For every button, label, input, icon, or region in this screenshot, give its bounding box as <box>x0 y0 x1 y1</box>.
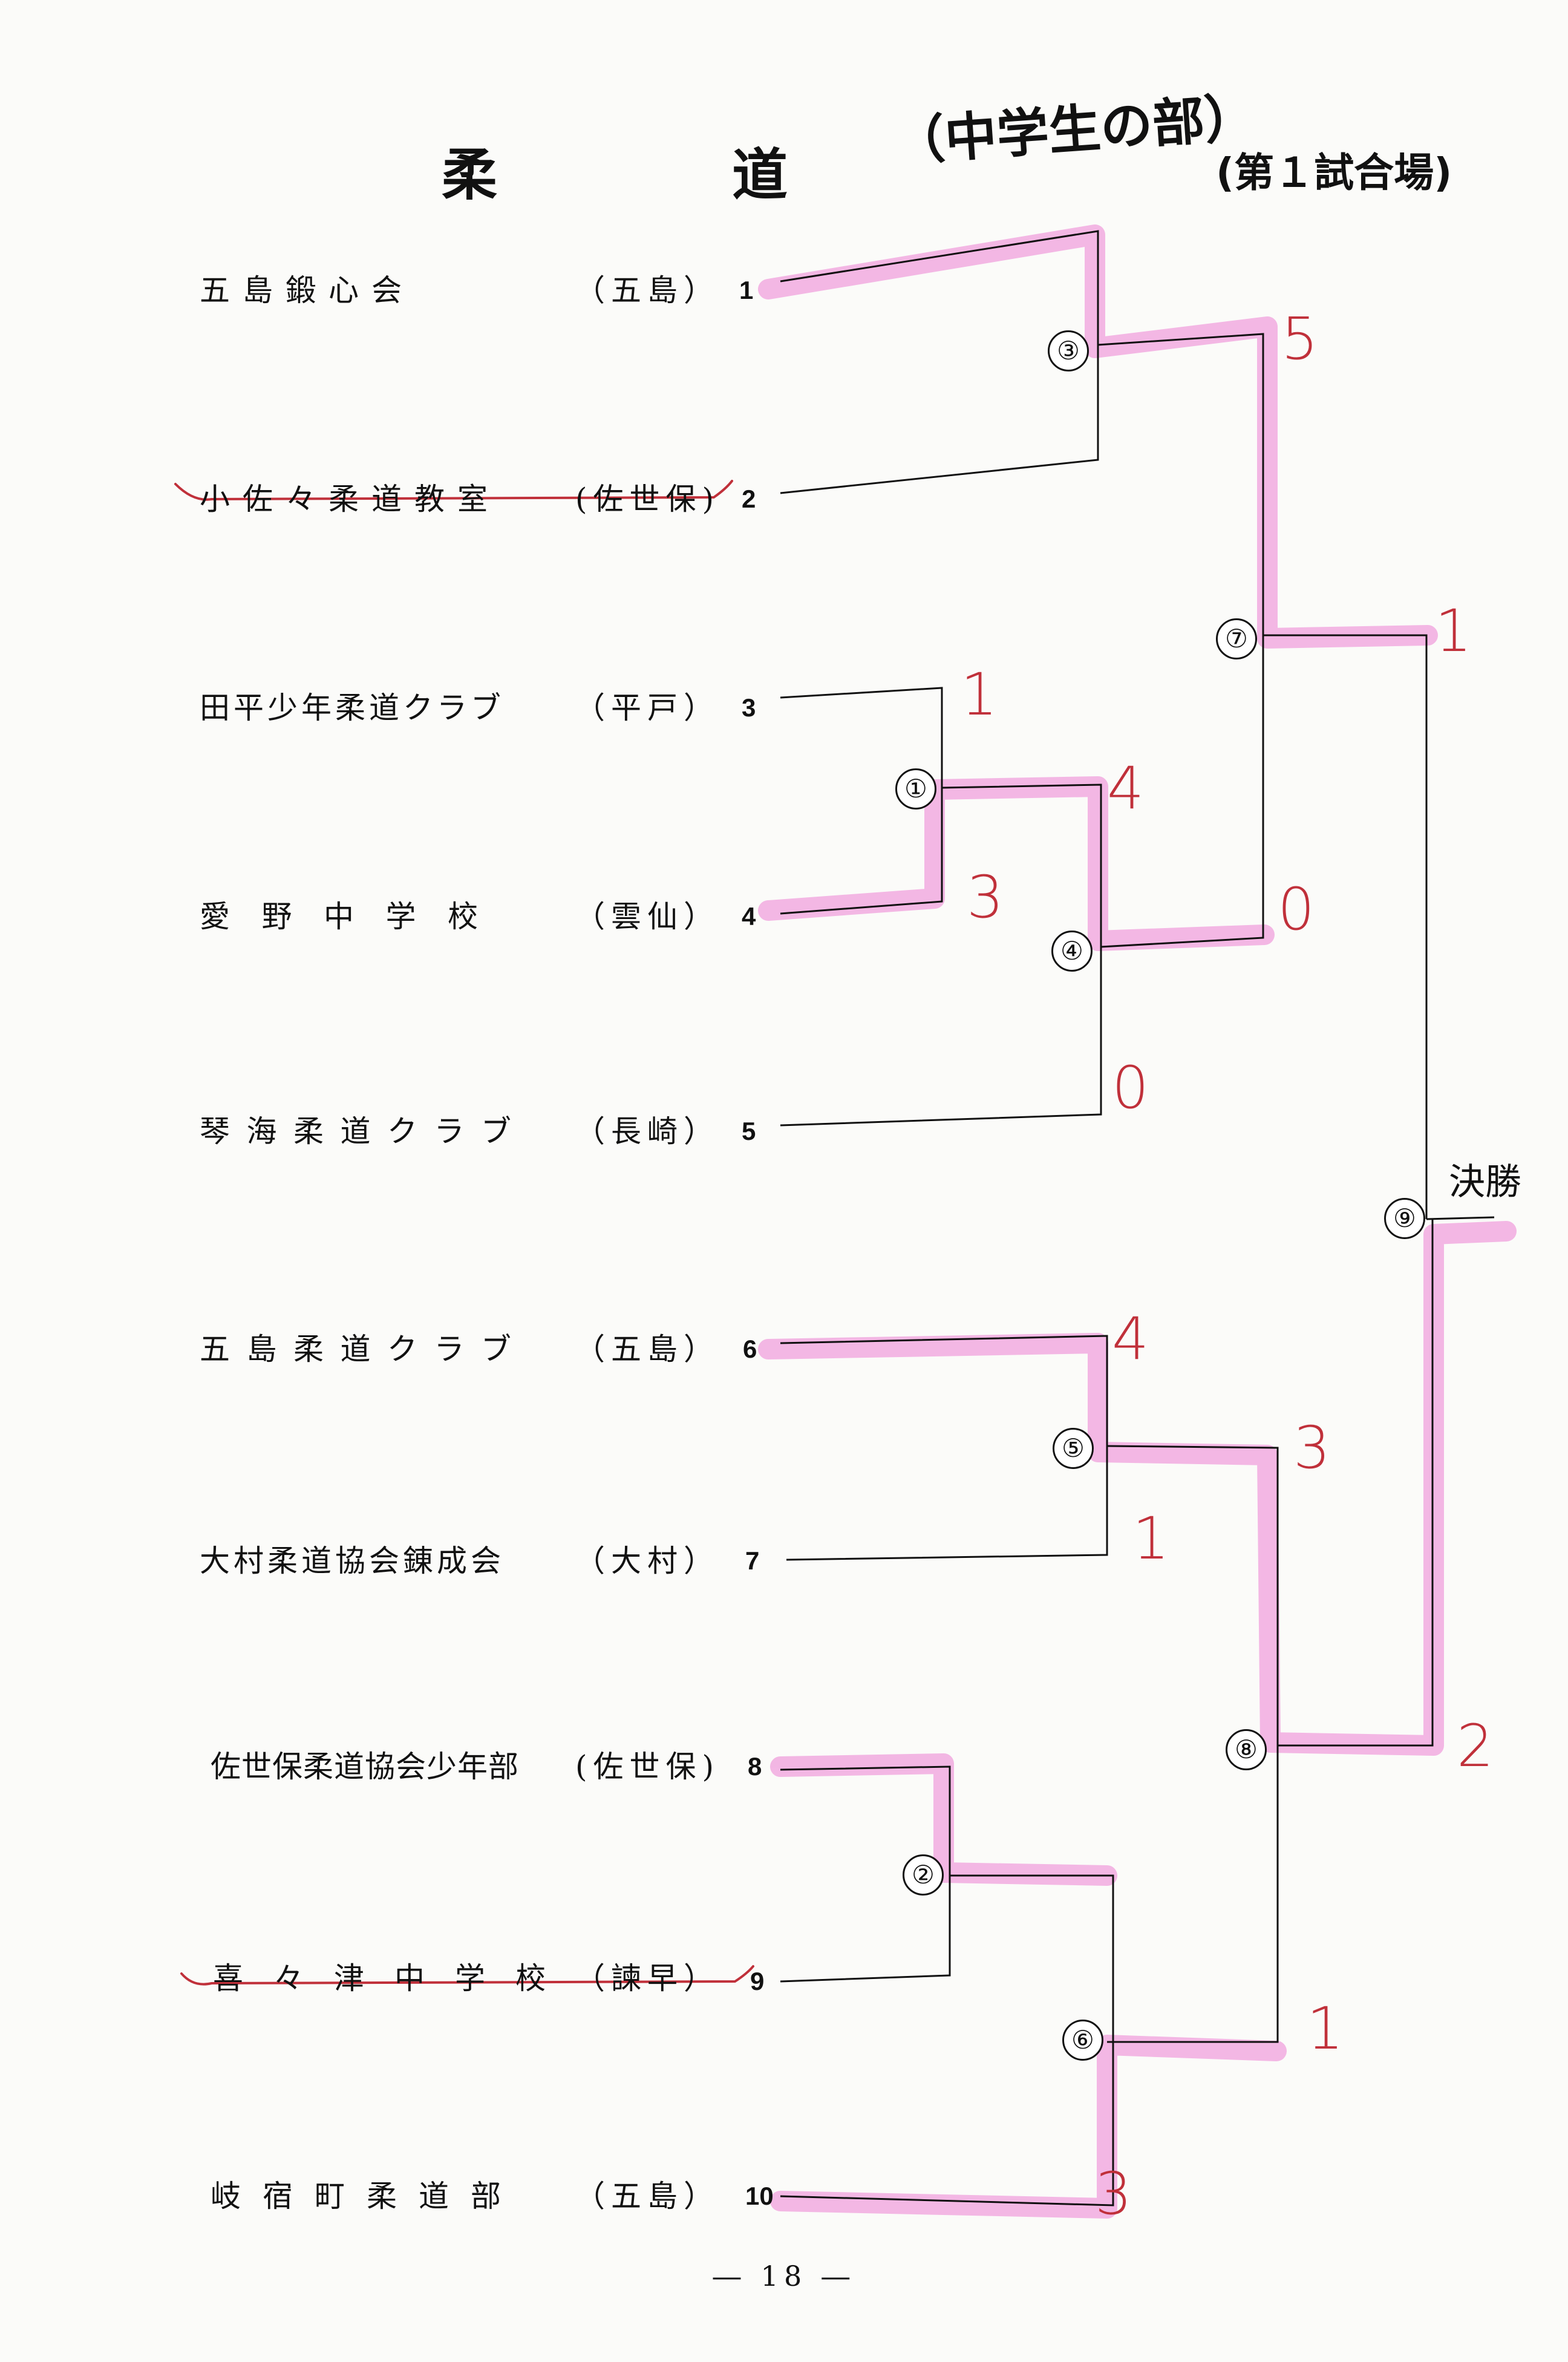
highlight-team10 <box>770 2035 1287 2219</box>
title-char-do: 道 <box>732 143 788 208</box>
team-region: (佐世保) <box>575 482 720 517</box>
team-region: （五島） <box>575 1332 720 1367</box>
score-match4-top: 4 <box>1107 754 1145 822</box>
match-3-marker: ③ <box>1048 330 1089 371</box>
team-name: 喜々津中学校 <box>213 1961 576 1996</box>
line-match8-out <box>1278 1219 1434 1747</box>
team-9: 喜々津中学校 （諫早） <box>200 1954 720 2003</box>
match-4-marker: ④ <box>1051 931 1093 972</box>
seed-number: 3 <box>742 693 756 722</box>
final-label: 決勝 <box>1449 1161 1521 1203</box>
winner-highlights <box>758 224 1517 2219</box>
team-3: 田平少年柔道クラブ （平戸） <box>200 684 720 732</box>
seed-number: 5 <box>742 1117 756 1145</box>
team-name: 岐宿町柔道部 <box>211 2179 523 2214</box>
team-5: 琴海柔道クラブ （長崎） <box>200 1107 720 1156</box>
score-match9-top: 1 <box>1435 597 1472 665</box>
score-match5-bottom: 1 <box>1132 1505 1170 1572</box>
team-region: (佐世保) <box>575 1749 720 1784</box>
highlight-team1 <box>758 224 1438 649</box>
match-6-marker: ⑥ <box>1062 2020 1103 2061</box>
strike-team2 <box>174 480 733 501</box>
bracket-lines <box>780 230 1495 2207</box>
team-8: 佐世保柔道協会少年部 (佐世保) <box>200 1742 720 1791</box>
seed-number: 8 <box>748 1752 762 1781</box>
team-1: 五島鍛心会 （五島） <box>200 266 720 315</box>
match-1-marker: ① <box>895 768 936 810</box>
match-7-marker: ⑦ <box>1216 618 1257 659</box>
team-2: 小佐々柔道教室 (佐世保) <box>200 475 720 523</box>
team-6: 五島柔道クラブ （五島） <box>200 1325 720 1373</box>
line-match2-out <box>780 1874 1114 2207</box>
strikeouts <box>174 480 754 1986</box>
seed-number: 7 <box>745 1546 760 1575</box>
highlight-team6 <box>758 1221 1517 1756</box>
team-name: 田平少年柔道クラブ <box>200 690 505 725</box>
team-name: 五島鍛心会 <box>200 273 414 308</box>
team-10: 岐宿町柔道部 （五島） <box>200 2172 720 2220</box>
line-match4-out <box>1100 634 1428 1219</box>
page-number: ― 18 ― <box>713 2260 855 2292</box>
team-name: 小佐々柔道教室 <box>200 482 500 517</box>
highlight-team8 <box>770 1753 1117 1886</box>
line-team1 <box>780 230 1099 494</box>
match-2-marker: ② <box>903 1854 944 1896</box>
team-7: 大村柔道協会錬成会 （大村） <box>200 1537 720 1585</box>
score-match5-top: 4 <box>1112 1305 1149 1373</box>
score-match8-top: 3 <box>1293 1414 1331 1482</box>
line-team3 <box>780 687 943 915</box>
team-region: （五島） <box>575 273 720 308</box>
team-region: （五島） <box>575 2179 720 2214</box>
team-name: 五島柔道クラブ <box>200 1332 528 1367</box>
score-match9-bottom: 2 <box>1457 1712 1494 1780</box>
match-5-marker: ⑤ <box>1053 1428 1094 1469</box>
match-8-marker: ⑧ <box>1226 1729 1267 1770</box>
line-match1-out <box>780 784 1102 1127</box>
team-name: 大村柔道協会錬成会 <box>200 1543 505 1578</box>
team-name: 佐世保柔道協会少年部 <box>211 1749 519 1784</box>
team-region: （諫早） <box>575 1961 720 1996</box>
team-name: 愛野中学校 <box>200 899 510 934</box>
team-region: （平戸） <box>575 690 720 725</box>
line-final <box>1426 1216 1495 1220</box>
highlight-team4 <box>758 776 1275 951</box>
seed-number: 1 <box>739 276 754 304</box>
team-name: 琴海柔道クラブ <box>200 1114 528 1149</box>
score-match3-top: 5 <box>1281 305 1319 373</box>
seed-number: 6 <box>743 1335 757 1363</box>
score-match7-bottom: 0 <box>1278 875 1315 943</box>
score-match1-top: 1 <box>961 661 998 728</box>
seed-number: 10 <box>745 2182 774 2210</box>
title-char-ju: 柔 <box>442 143 498 208</box>
team-region: （雲仙） <box>575 899 720 934</box>
line-team6 <box>780 1335 1108 1561</box>
seed-number: 9 <box>750 1967 765 1995</box>
seed-number: 2 <box>742 485 756 513</box>
line-match3-out <box>1097 333 1264 635</box>
match-9-marker: ⑨ <box>1384 1198 1425 1239</box>
strike-team9 <box>180 1965 754 1986</box>
score-match8-bottom: 1 <box>1307 1995 1344 2063</box>
team-region: （長崎） <box>575 1114 720 1149</box>
score-match1-bottom: 3 <box>967 863 1004 931</box>
line-team8 <box>780 1765 951 1983</box>
seed-number: 4 <box>742 902 756 931</box>
venue-label: (第１試合場) <box>1216 149 1452 196</box>
team-region: （大村） <box>575 1543 720 1578</box>
team-4: 愛野中学校 （雲仙） <box>200 892 720 941</box>
score-match6-bottom: 3 <box>1095 2160 1132 2228</box>
score-match4-bottom: 0 <box>1112 1054 1149 1122</box>
